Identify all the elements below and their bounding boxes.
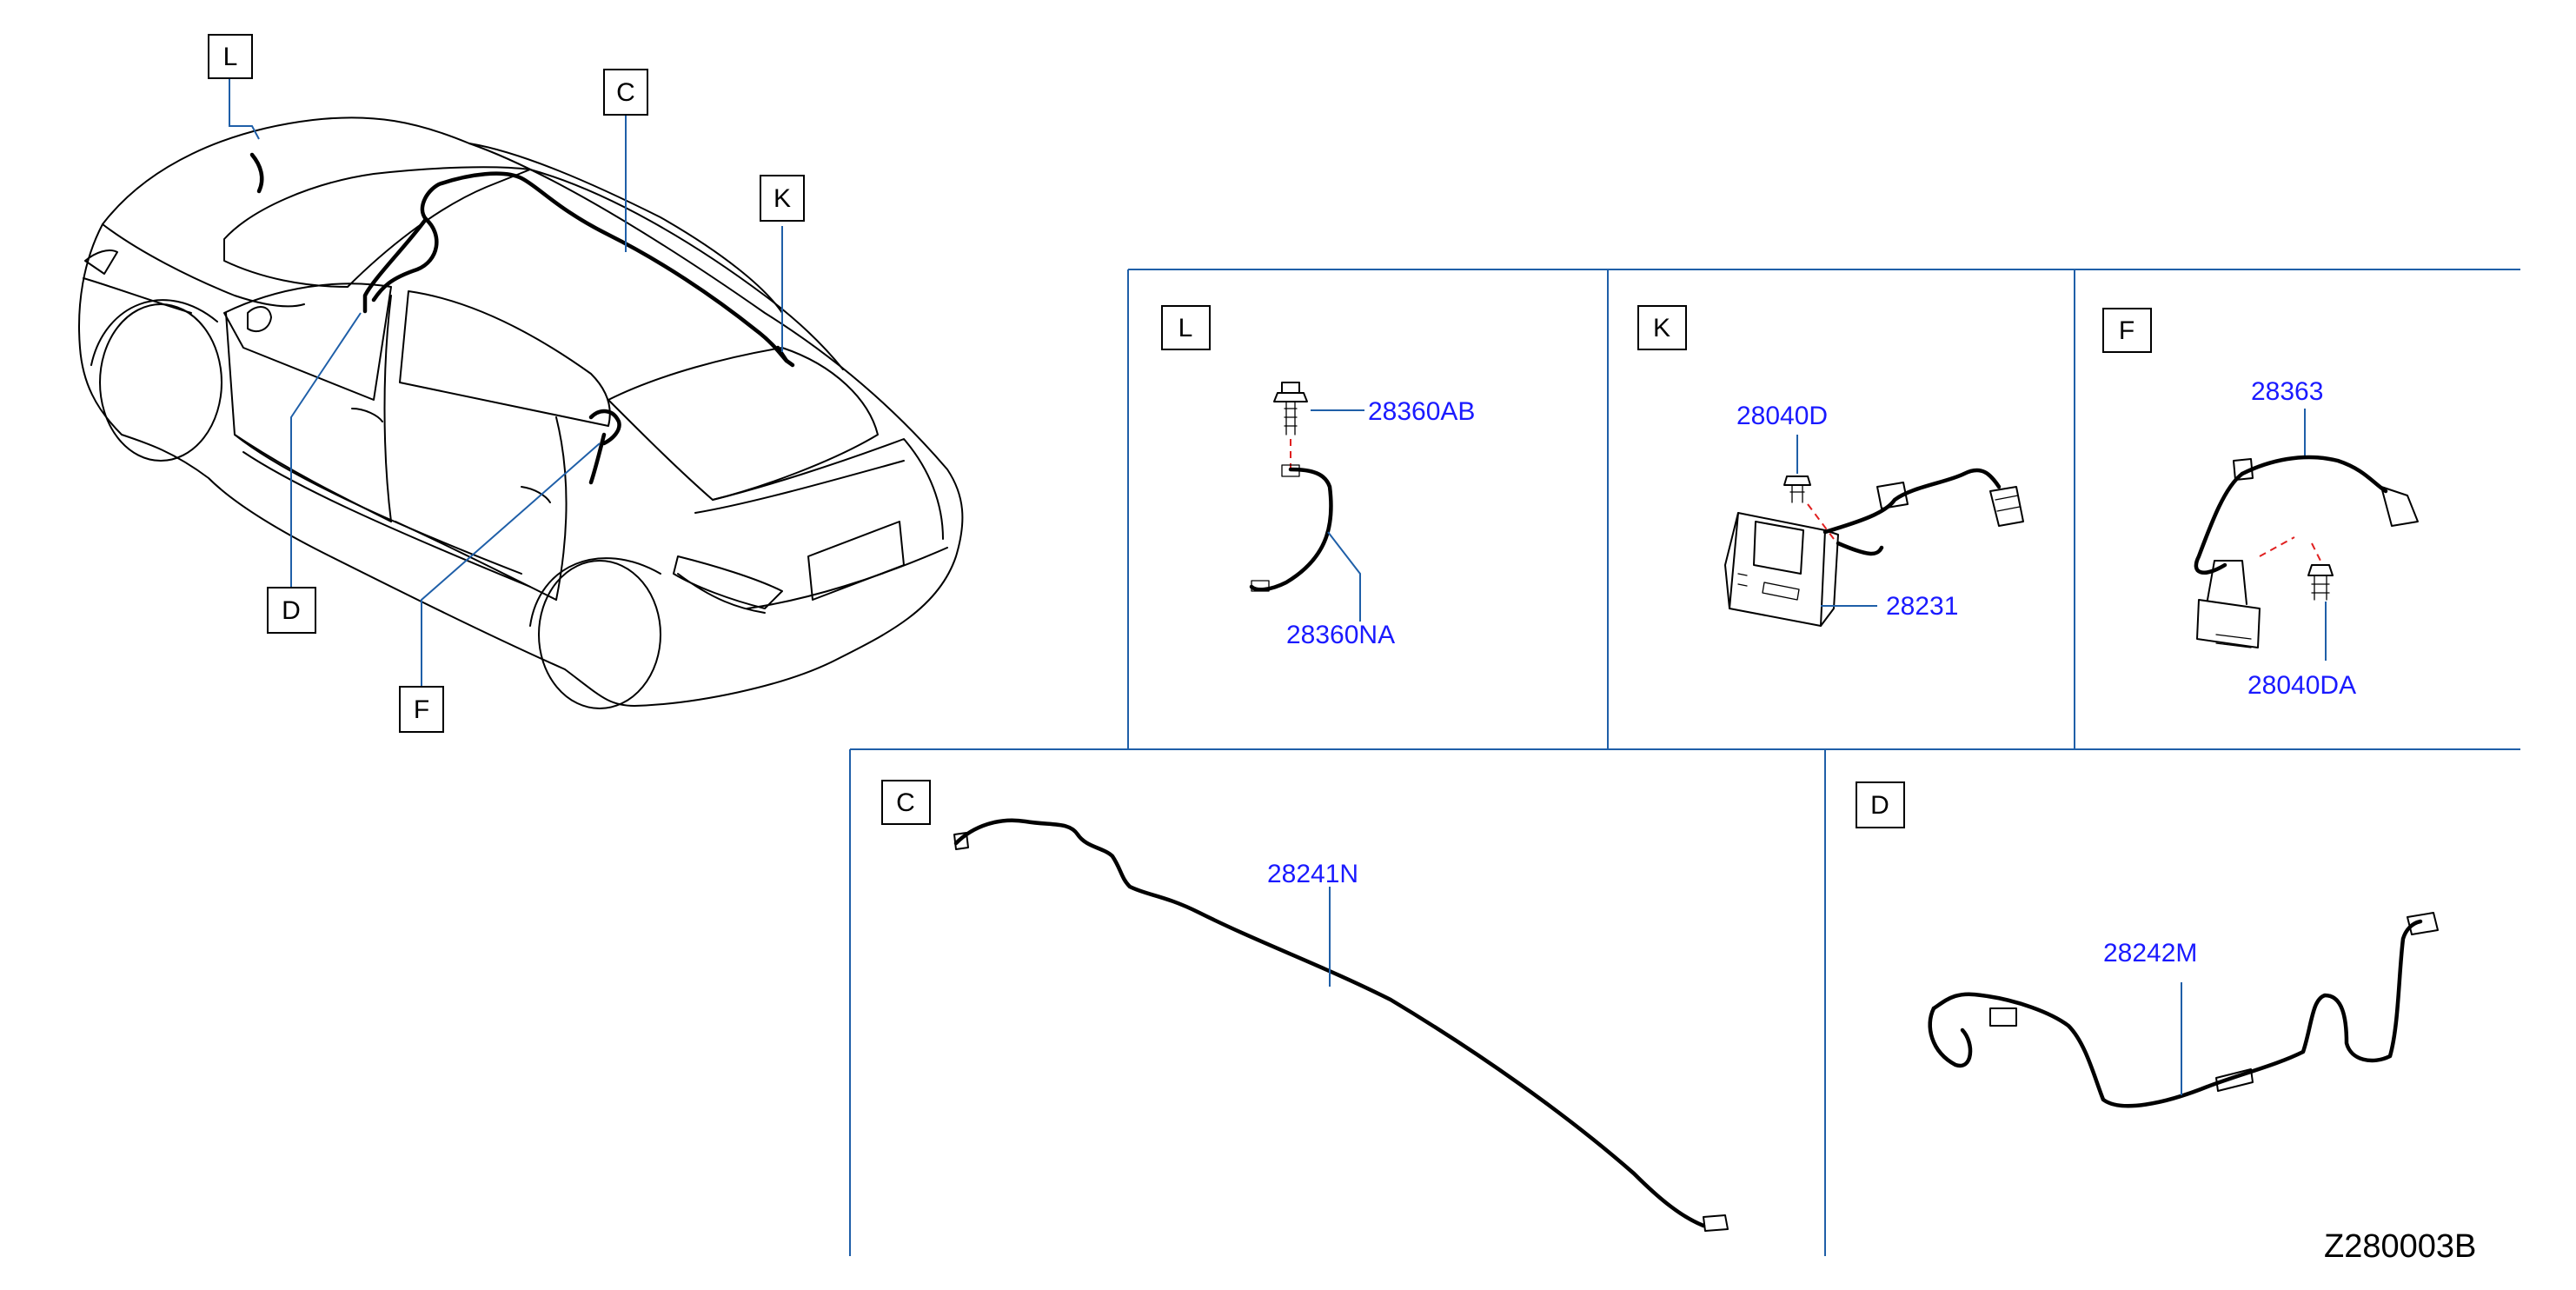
- bolt-28040D: [1783, 475, 1811, 503]
- panel-D: D 28242M: [1856, 781, 2439, 1108]
- bolt-28040DA: [2307, 564, 2334, 601]
- module-28231: [1724, 512, 1839, 627]
- part-label-28231: 28231: [1886, 592, 1958, 621]
- panel-C: C 28241N: [881, 780, 1729, 1232]
- svg-text:K: K: [773, 184, 791, 213]
- svg-text:D: D: [282, 596, 301, 625]
- bolt-28360AB: [1273, 382, 1308, 436]
- panel-K: K 28040D 28231: [1637, 305, 2024, 627]
- svg-text:F: F: [414, 695, 429, 724]
- car-callout-F: F: [399, 686, 444, 733]
- panel-F: F 28363 28040DA: [2102, 308, 2419, 700]
- car-callout-D: D: [267, 587, 316, 634]
- car-illustration: [78, 116, 964, 709]
- panel-C-label: C: [896, 788, 915, 817]
- diagram-reference-code: Z280003B: [2324, 1228, 2476, 1265]
- part-label-28040D: 28040D: [1736, 402, 1828, 430]
- svg-text:L: L: [223, 43, 238, 71]
- part-label-28241N: 28241N: [1267, 860, 1358, 888]
- part-label-28360AB: 28360AB: [1368, 397, 1475, 426]
- car-callout-leaders: [229, 78, 783, 687]
- panel-grid: [849, 269, 2520, 1256]
- part-label-28040DA: 28040DA: [2247, 671, 2356, 700]
- panel-D-label: D: [1870, 791, 1889, 820]
- panel-L-label: L: [1178, 314, 1193, 342]
- part-label-28360NA: 28360NA: [1286, 621, 1395, 649]
- part-label-28242M: 28242M: [2103, 939, 2197, 968]
- panel-F-label: F: [2119, 316, 2134, 345]
- car-callout-L: L: [208, 34, 253, 79]
- panel-L: L 28360AB 28360NA: [1161, 305, 1475, 649]
- car-callout-C: C: [603, 69, 648, 116]
- car-callout-K: K: [760, 175, 805, 222]
- svg-text:C: C: [616, 78, 635, 107]
- part-label-28363: 28363: [2251, 377, 2323, 406]
- svg-text:K: K: [1653, 314, 1670, 342]
